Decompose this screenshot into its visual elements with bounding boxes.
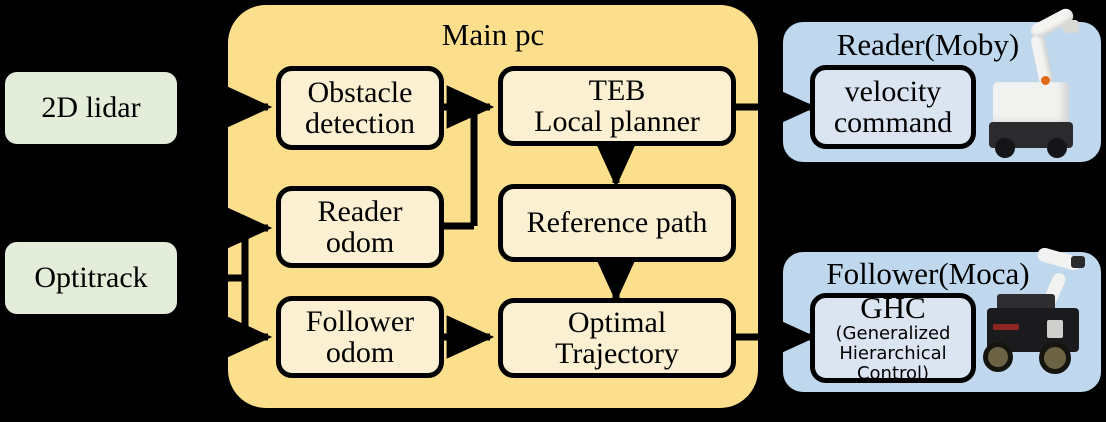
reader-moby-title: Reader(Moby)	[836, 27, 1020, 62]
moby-wheel-right	[1047, 138, 1067, 158]
ghc-label: GHC	[860, 289, 926, 325]
moca-cable	[993, 324, 1019, 330]
source-box-2d-lidar[interactable]: 2D lidar	[5, 72, 177, 144]
block-teb-local-planner[interactable]: TEB Local planner	[498, 66, 736, 146]
block-obstacle-detection[interactable]: Obstacle detection	[276, 66, 444, 150]
moby-body	[993, 82, 1069, 126]
block-optimal-trajectory[interactable]: Optimal Trajectory	[498, 298, 736, 378]
moby-robot-photo	[975, 6, 1095, 162]
moca-side-panel	[1047, 320, 1063, 338]
ghc-sublabel: (Generalized Hierarchical Control)	[835, 322, 951, 385]
block-follower-odom[interactable]: Follower odom	[276, 296, 444, 378]
moca-wheel-right	[1039, 342, 1071, 374]
block-reader-odom[interactable]: Reader odom	[276, 186, 444, 268]
block-velocity-command[interactable]: velocity command	[810, 65, 976, 149]
block-ghc[interactable]: GHC (Generalized Hierarchical Control)	[810, 289, 976, 385]
moca-equipment-rack	[997, 294, 1055, 312]
main-pc-title: Main pc	[441, 17, 545, 52]
moby-status-light	[1041, 76, 1050, 85]
moby-wheel-left	[995, 138, 1015, 158]
moca-wheel-left	[983, 342, 1013, 372]
follower-moca-title: Follower(Moca)	[826, 256, 1030, 291]
moca-robot-photo	[975, 246, 1100, 390]
moca-gripper	[1071, 256, 1085, 268]
block-reference-path[interactable]: Reference path	[498, 184, 736, 262]
moby-gripper	[1063, 20, 1079, 33]
source-box-optitrack[interactable]: Optitrack	[5, 242, 177, 314]
